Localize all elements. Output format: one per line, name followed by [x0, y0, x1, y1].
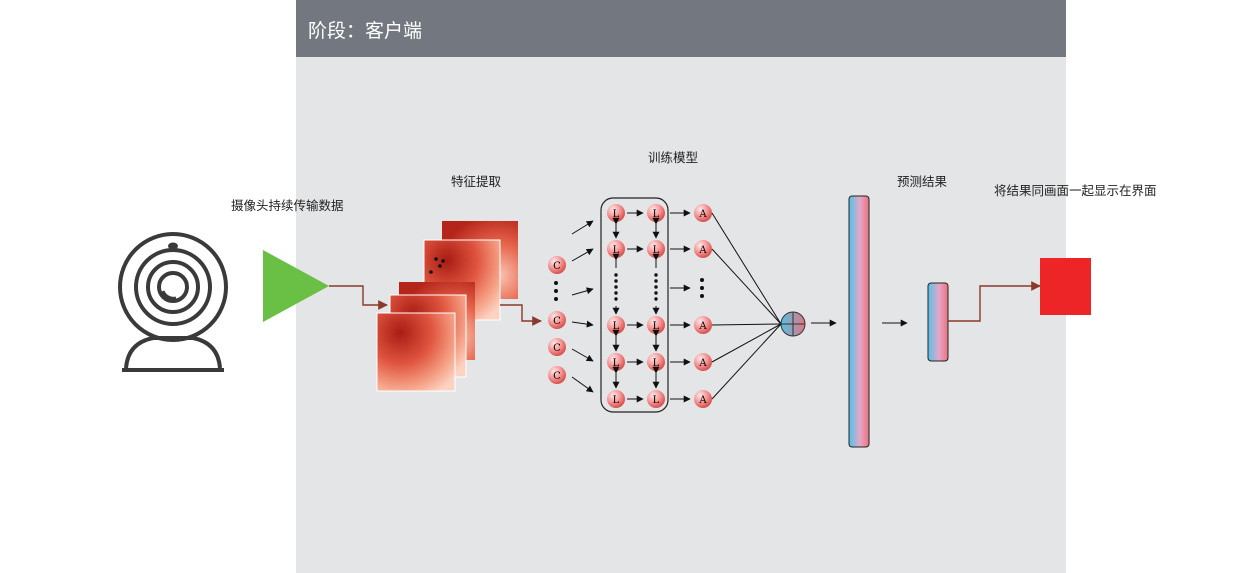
- training-label: 训练模型: [648, 150, 699, 165]
- svg-text:C: C: [553, 343, 561, 354]
- stage-title: 阶段：客户端: [308, 20, 423, 42]
- svg-text:A: A: [698, 321, 707, 332]
- play-triangle-icon: [263, 250, 329, 322]
- conv-node: C: [548, 311, 566, 329]
- svg-text:C: C: [553, 316, 561, 327]
- attention-node: A: [694, 204, 712, 222]
- camera-label: 摄像头持续传输数据: [231, 198, 344, 213]
- svg-text:L: L: [653, 245, 660, 256]
- feature-maps-front: [376, 282, 475, 392]
- svg-text:C: C: [553, 261, 561, 272]
- merge-circle-icon: [780, 311, 806, 337]
- connector-result-display: [948, 281, 1041, 322]
- prediction-label: 预测结果: [897, 174, 948, 189]
- display-label: 将结果同画面一起显示在界面: [994, 183, 1157, 198]
- conv-node: C: [548, 338, 566, 356]
- svg-text:L: L: [653, 395, 660, 406]
- svg-text:L: L: [613, 358, 620, 369]
- connector-features-conv: [500, 304, 542, 326]
- lstm-ellipsis: [614, 273, 658, 301]
- prediction-bar: [927, 282, 949, 362]
- attention-node: A: [694, 390, 712, 408]
- svg-text:A: A: [698, 245, 707, 256]
- svg-text:L: L: [653, 358, 660, 369]
- svg-text:L: L: [653, 321, 660, 332]
- conv-nodes: C C C C: [548, 256, 566, 384]
- features-label: 特征提取: [451, 174, 502, 189]
- conv-node: C: [548, 256, 566, 274]
- connector-camera-features: [329, 285, 388, 310]
- svg-text:C: C: [553, 371, 561, 382]
- lstm-to-attention-arrows: [670, 209, 691, 403]
- display-output-square: [1040, 258, 1091, 315]
- attention-nodes: A A A A A: [694, 204, 712, 408]
- conv-to-lstm-arrows: [571, 220, 594, 393]
- svg-text:L: L: [613, 395, 620, 406]
- webcam-icon: [118, 232, 228, 372]
- svg-text:L: L: [613, 321, 620, 332]
- svg-text:A: A: [698, 358, 707, 369]
- svg-text:L: L: [613, 209, 620, 220]
- svg-text:L: L: [613, 245, 620, 256]
- stage-header: [296, 0, 1066, 57]
- attention-to-merge-lines: [711, 212, 782, 400]
- svg-text:L: L: [653, 209, 660, 220]
- conv-node: C: [548, 366, 566, 384]
- attention-node: A: [694, 353, 712, 371]
- attention-node: A: [694, 240, 712, 258]
- lstm-arrows: [612, 209, 660, 403]
- lstm-block: [600, 197, 669, 413]
- dense-layer-bar: [848, 195, 870, 448]
- svg-text:A: A: [698, 209, 707, 220]
- svg-text:A: A: [698, 395, 707, 406]
- attention-node: A: [694, 316, 712, 334]
